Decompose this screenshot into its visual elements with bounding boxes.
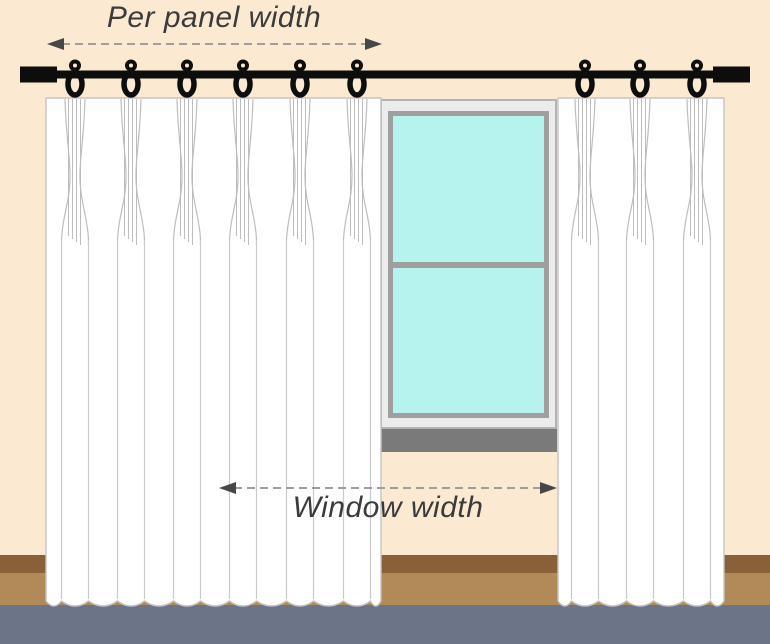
pleat-edge bbox=[285, 98, 296, 241]
floor bbox=[0, 605, 770, 644]
curtain-panel-right bbox=[557, 97, 725, 607]
curtain-ring-icon bbox=[290, 59, 310, 98]
window-frame bbox=[380, 99, 557, 429]
pleat-edge bbox=[60, 98, 71, 241]
curtain-ring-icon bbox=[177, 59, 197, 98]
curtain-ring-icon bbox=[347, 59, 367, 98]
pleat-edge bbox=[570, 98, 581, 241]
curtain-ring-icon bbox=[233, 59, 253, 98]
curtain-fabric bbox=[557, 97, 725, 607]
rod-finial-left-icon bbox=[20, 66, 57, 83]
arrowhead-right-icon bbox=[365, 38, 382, 50]
pleat-edge bbox=[625, 98, 636, 241]
curtain-panel-left bbox=[45, 97, 382, 607]
curtain-ring-icon bbox=[121, 59, 141, 98]
pleat-edge bbox=[116, 98, 127, 241]
window-width-label: Window width bbox=[292, 491, 484, 524]
arrowhead-left-icon bbox=[219, 482, 236, 494]
window-width-arrow bbox=[219, 482, 557, 494]
rod-finial-right-icon bbox=[713, 66, 750, 83]
pleat-edge bbox=[342, 98, 353, 241]
per-panel-width-arrow bbox=[47, 38, 382, 50]
window-sash-divider bbox=[393, 261, 544, 268]
window-sill bbox=[380, 429, 557, 452]
pleat-edge bbox=[172, 98, 183, 241]
curtain-ring-icon bbox=[575, 59, 595, 98]
curtain-rod bbox=[20, 66, 750, 83]
pleat-edge bbox=[228, 98, 239, 241]
curtain-ring-icon bbox=[687, 59, 707, 98]
curtain-fabric bbox=[45, 97, 382, 607]
arrowhead-left-icon bbox=[47, 38, 64, 50]
arrowhead-right-icon bbox=[540, 482, 557, 494]
window-glass bbox=[388, 111, 549, 418]
pleat-edge bbox=[682, 98, 693, 241]
rod-bar bbox=[20, 70, 750, 79]
curtain-ring-icon bbox=[630, 59, 650, 98]
per-panel-width-label: Per panel width bbox=[106, 1, 322, 34]
curtain-ring-icon bbox=[65, 59, 85, 98]
